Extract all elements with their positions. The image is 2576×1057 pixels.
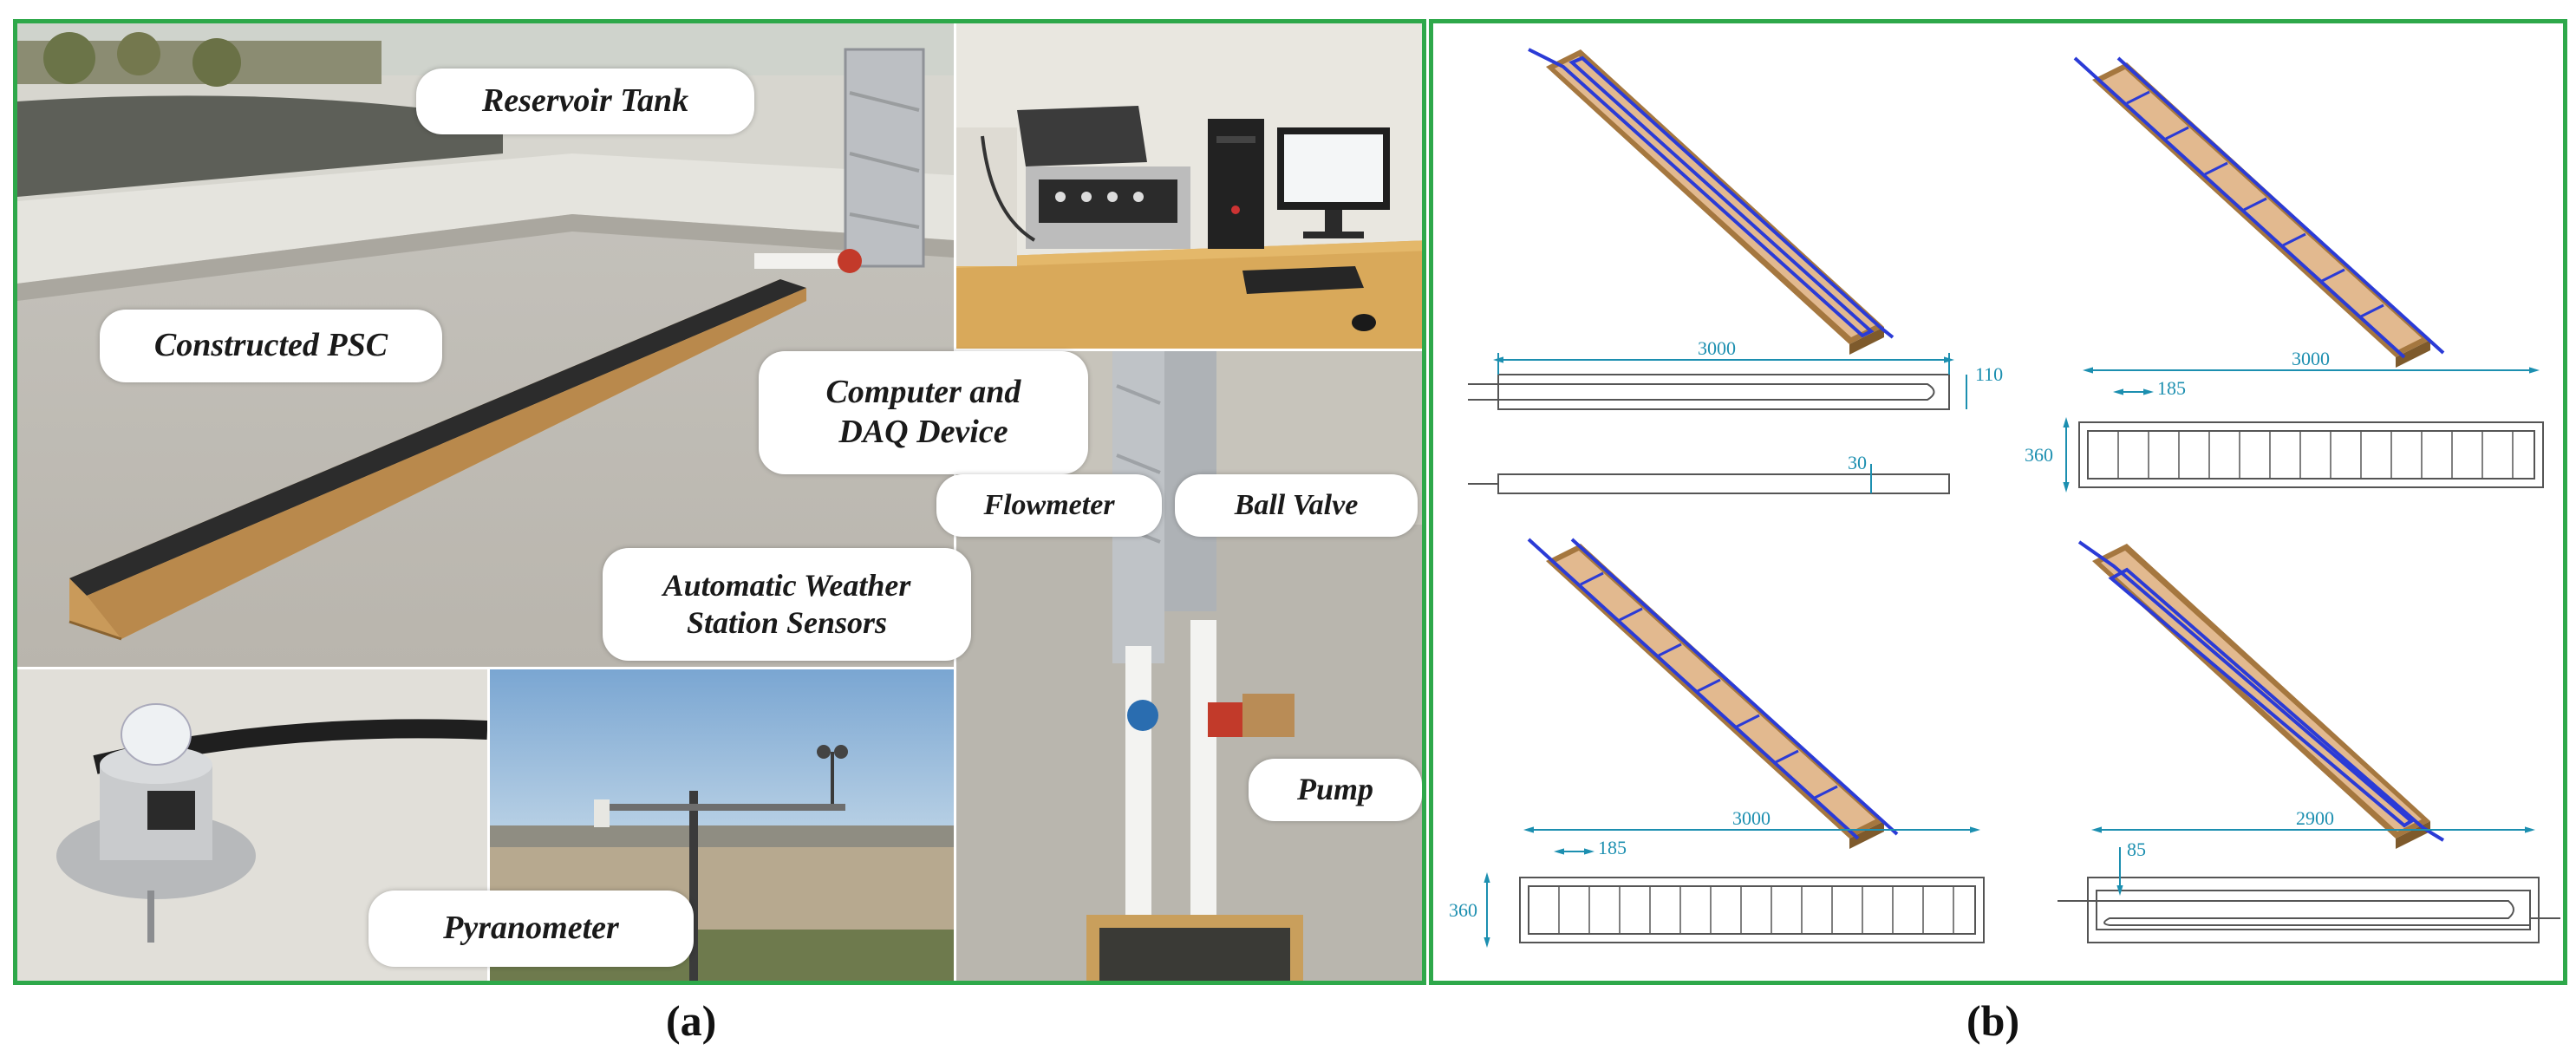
collector-top-view-2 bbox=[2078, 421, 2544, 488]
callout-weather-station: Automatic Weather Station Sensors bbox=[603, 548, 971, 661]
collector-iso-1 bbox=[1528, 48, 1895, 355]
cad-drawings: 3000 110 30 bbox=[1449, 48, 2560, 948]
collector-top-view-1 bbox=[1468, 374, 1950, 494]
collector-iso-2 bbox=[2073, 56, 2445, 368]
dim-length-4: 2900 bbox=[2296, 807, 2334, 829]
dimensions-4 bbox=[2091, 826, 2535, 896]
callout-pump: Pump bbox=[1249, 759, 1422, 821]
callout-computer-daq: Computer and DAQ Device bbox=[759, 351, 1088, 474]
dimensions-1 bbox=[1493, 353, 1967, 493]
dim-width-1: 110 bbox=[1975, 363, 2003, 385]
callout-constructed-psc: Constructed PSC bbox=[100, 310, 442, 382]
dim-width-3: 360 bbox=[1449, 899, 1477, 921]
panel-b-cad-drawings: 3000 110 30 bbox=[1429, 19, 2567, 985]
callout-constructed-psc-text: Constructed PSC bbox=[153, 327, 388, 364]
callout-flowmeter: Flowmeter bbox=[936, 474, 1162, 537]
computer-scene bbox=[956, 23, 1422, 349]
dimensions-3 bbox=[1484, 826, 1980, 948]
dimensions-2 bbox=[2063, 367, 2540, 493]
dim-offset-4: 85 bbox=[2127, 838, 2146, 860]
dim-depth-1: 30 bbox=[1848, 452, 1867, 473]
dim-length-3: 3000 bbox=[1732, 807, 1771, 829]
callout-computer-daq-line2: DAQ Device bbox=[838, 414, 1008, 450]
collector-iso-3 bbox=[1527, 538, 1899, 849]
callout-pyranometer-text: Pyranometer bbox=[443, 910, 619, 947]
callout-pump-text: Pump bbox=[1296, 772, 1373, 807]
callout-flowmeter-text: Flowmeter bbox=[983, 488, 1115, 521]
panel-a-photo-collage: Reservoir Tank Constructed PSC Computer … bbox=[13, 19, 1426, 985]
dim-length-2: 3000 bbox=[2292, 348, 2330, 369]
dim-spacing-2: 185 bbox=[2157, 377, 2186, 399]
panel-label-a: (a) bbox=[666, 996, 717, 1045]
photo-computer-daq bbox=[956, 23, 1422, 349]
callout-weather-station-line2: Station Sensors bbox=[686, 605, 888, 640]
callout-pyranometer: Pyranometer bbox=[368, 891, 694, 967]
panel-label-b: (b) bbox=[1966, 996, 2020, 1045]
dim-width-2: 360 bbox=[2025, 444, 2053, 466]
callout-reservoir-tank-text: Reservoir Tank bbox=[481, 82, 689, 120]
callout-computer-daq-line1: Computer and bbox=[825, 374, 1021, 411]
dim-length-1: 3000 bbox=[1698, 337, 1736, 359]
collector-top-view-4 bbox=[2058, 877, 2560, 943]
callout-ball-valve: Ball Valve bbox=[1175, 474, 1418, 537]
callout-ball-valve-text: Ball Valve bbox=[1234, 488, 1359, 521]
collector-iso-4 bbox=[2077, 540, 2445, 849]
callout-weather-station-line1: Automatic Weather bbox=[662, 567, 911, 603]
dim-spacing-3: 185 bbox=[1598, 837, 1627, 858]
collector-top-view-3 bbox=[1519, 877, 1985, 943]
callout-reservoir-tank: Reservoir Tank bbox=[416, 69, 754, 134]
